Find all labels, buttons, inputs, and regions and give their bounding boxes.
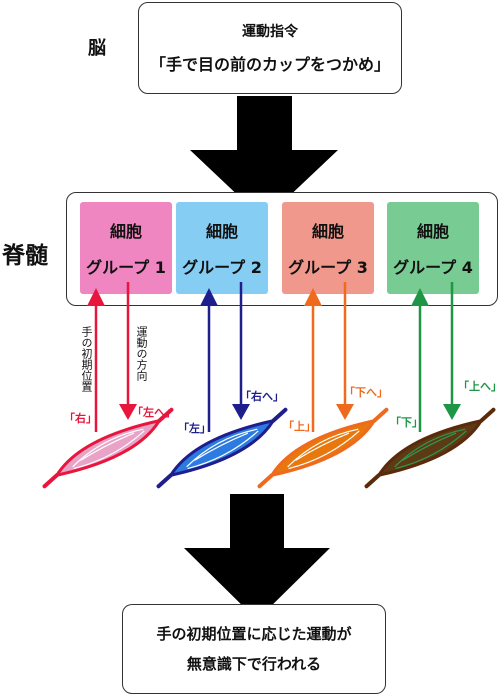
up-arrow-3-head: [304, 288, 322, 306]
group-1-line2: グループ 1: [86, 258, 166, 277]
muscle-3-tendon: [257, 473, 274, 489]
group-4-line2: グループ 4: [393, 258, 473, 277]
muscle-4-tendon: [364, 473, 381, 489]
muscle-2: [156, 407, 288, 489]
big-arrow-top: [190, 96, 338, 220]
brain-command-box: 運動指令 「手で目の前のカップをつかめ」: [138, 2, 402, 94]
muscle-4-fiber: [395, 430, 467, 470]
group-2-line1: 細胞: [205, 222, 238, 241]
muscle-2-input-label: 「左」: [178, 422, 211, 435]
muscle-2-fiber: [194, 432, 249, 461]
muscle-1-input-label: 「右」: [64, 412, 97, 425]
muscle-1-fiber: [72, 428, 144, 468]
group-2-line2: グループ 2: [182, 258, 262, 277]
muscle-1: [42, 407, 174, 489]
muscle-3-input-label: 「上」: [283, 420, 316, 433]
up-arrow-4-head: [411, 288, 429, 306]
muscle-1-tendon: [42, 473, 59, 489]
muscle-4-input-label: 「下」: [390, 416, 423, 429]
muscle-4: [364, 407, 496, 489]
muscle-3-fiber: [288, 430, 360, 470]
result-line-2: 無意識下で行われる: [186, 655, 322, 673]
muscle-2-fiber: [187, 430, 259, 470]
movement-direction-note: 運動の方向: [135, 326, 148, 381]
muscle-3-fiber: [295, 432, 350, 461]
result-box: 手の初期位置に応じた運動が 無意識下で行われる: [122, 604, 386, 694]
muscle-1-tendon: [157, 407, 174, 423]
big-arrow-bottom: [184, 494, 330, 620]
spinal-cord-label: 脊髄: [2, 243, 48, 269]
group-4-line1: 細胞: [416, 222, 449, 241]
muscle-1-fiber: [80, 432, 135, 461]
initial-position-note: 手の初期位置: [80, 326, 93, 392]
down-arrow-4-head: [443, 404, 461, 420]
group-3-line2: グループ 3: [288, 258, 368, 277]
result-line-1: 手の初期位置に応じた運動が: [156, 625, 352, 643]
group-3-line1: 細胞: [311, 222, 344, 241]
down-arrow-1-head: [119, 404, 137, 420]
muscle-4-tendon: [479, 407, 496, 423]
muscle-4-fiber: [402, 432, 457, 461]
command-title: 運動指令: [242, 24, 298, 40]
muscle-3-tendon: [372, 407, 389, 423]
cell-group-3: 細胞 グループ 3: [282, 202, 374, 294]
muscle-2-fiber: [186, 428, 258, 468]
group-1-line1: 細胞: [109, 222, 142, 241]
up-arrow-1-head: [87, 288, 105, 306]
muscle-4-fiber: [394, 428, 466, 468]
cell-group-4: 細胞 グループ 4: [387, 202, 479, 294]
muscle-2-tendon: [271, 407, 288, 423]
down-arrow-3-head: [336, 404, 354, 420]
cell-group-2: 細胞 グループ 2: [176, 202, 268, 294]
command-text: 「手で目の前のカップをつかめ」: [149, 55, 390, 74]
muscle-2-output-label: 「右へ」: [240, 390, 284, 403]
muscle-3-output-label: 「下へ」: [344, 386, 388, 399]
muscle-3-fiber: [287, 428, 359, 468]
muscle-3: [257, 407, 389, 489]
down-arrow-2-head: [232, 404, 250, 420]
muscle-4-output-label: 「上へ」: [458, 380, 500, 393]
brain-label: 脳: [88, 38, 106, 59]
muscle-2-tendon: [156, 473, 173, 489]
muscle-1-output-label: 「左へ」: [132, 406, 176, 419]
cell-group-1: 細胞 グループ 1: [80, 202, 172, 294]
up-arrow-2-head: [200, 288, 218, 306]
muscle-1-fiber: [73, 430, 145, 470]
